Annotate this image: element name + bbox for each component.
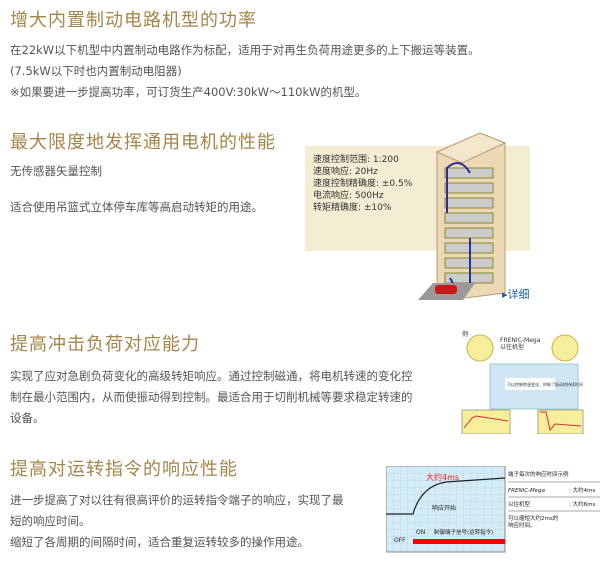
text-line: (7.5kW以下时也内置制动电阻器) [10, 64, 182, 78]
spec-item: 速度响应: 20Hz [313, 167, 378, 177]
svg-text:端子每次的响应时间示例: 端子每次的响应时间示例 [508, 470, 569, 478]
svg-text:响应开始: 响应开始 [432, 504, 456, 512]
response-time-chart: 大约4ms 响应开始 OFF ON 制御端子信号(运转指令) 端子每次的响应时间… [386, 466, 600, 553]
svg-text:: 大约6ms: : 大约6ms [569, 500, 595, 508]
svg-text:: 大约4ms: : 大约4ms [569, 486, 595, 494]
text-line: 适合使用吊篮式立体停车库等高启动转矩的用途。 [10, 200, 263, 214]
svg-text:制御端子信号(运转指令): 制御端子信号(运转指令) [434, 528, 493, 536]
svg-text:FRENIC-Mega: FRENIC-Mega [500, 337, 541, 344]
svg-text:OFF: OFF [394, 537, 406, 544]
section-title: 增大内置制动电路机型的功率 [10, 10, 257, 31]
text-line: 无传感器矢量控制 [10, 164, 102, 178]
svg-text:大约4ms: 大约4ms [426, 472, 459, 482]
impact-load-figure: 例 FRENIC-Mega 以往机型 可以控制转速变化，抑制了振动的持续时间 [461, 330, 584, 434]
text-line: 进一步提高了对以往有很高评价的运转指令端子的响应，实现了最 [10, 493, 344, 507]
svg-text:FRENIC-Mega: FRENIC-Mega [508, 488, 546, 494]
svg-text:以往机型: 以往机型 [500, 343, 524, 351]
text-line: 实现了应对急剧负荷变化的高级转矩响应。通过控制磁通，将电机转速的变化控 [10, 369, 413, 383]
text-line: 设备。 [10, 411, 45, 425]
svg-text:以往机型: 以往机型 [508, 500, 531, 508]
text-line: ※如果要进一步提高功率，可订货生产400V:30kW～110kW的机型。 [10, 85, 367, 99]
text-line: 在22kW以下机型中内置制动电路作为标配，适用于对再生负荷用途更多的上下搬运等装… [10, 43, 480, 57]
svg-text:例: 例 [462, 330, 468, 338]
text-line: 缩短了各周期的间隔时间，适合重复运转较多的操作用途。 [10, 535, 309, 549]
spec-panel: 速度控制范围: 1:200 速度响应: 20Hz 速度控制精确度: ±0.5% … [305, 146, 432, 251]
section-title: 最大限度地发挥通用电机的性能 [10, 132, 276, 153]
details-link[interactable]: ▸详细 [502, 288, 530, 301]
parking-tower-illustration [418, 132, 507, 300]
svg-text:响应时间。: 响应时间。 [508, 521, 536, 529]
spec-item: 速度控制范围: 1:200 [313, 155, 399, 165]
spec-item: 电流响应: 500Hz [313, 191, 384, 201]
svg-text:可以缩短大约2ms的: 可以缩短大约2ms的 [508, 514, 559, 522]
spec-item: 转矩精确度: ±10% [313, 203, 392, 213]
svg-text:可以控制转速变化，抑制了振动的持续时间: 可以控制转速变化，抑制了振动的持续时间 [507, 381, 583, 387]
section-title: 提高冲击负荷对应能力 [10, 334, 200, 355]
text-line: 制在最小范围内，从而使振动得到控制。最适合用于切削机械等要求稳定转速的 [10, 390, 413, 404]
spec-item: 速度控制精确度: ±0.5% [313, 179, 413, 189]
svg-text:ON: ON [416, 529, 425, 536]
section-title: 提高对运转指令的响应性能 [10, 459, 238, 480]
text-line: 短的响应时间。 [10, 514, 91, 528]
